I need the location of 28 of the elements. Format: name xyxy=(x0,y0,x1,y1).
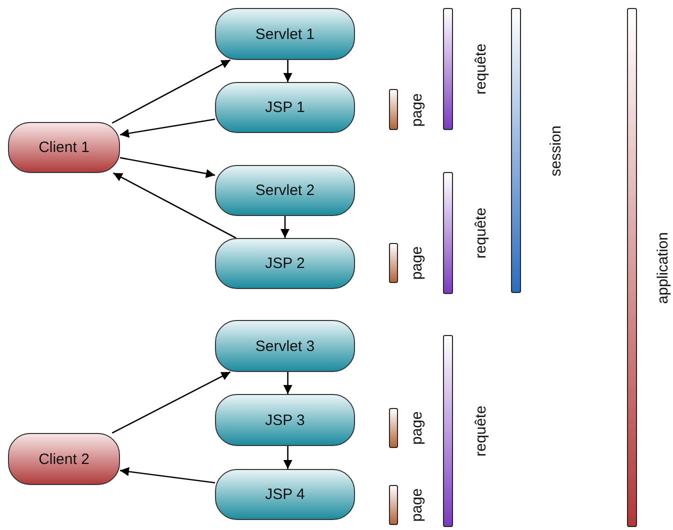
component-node: JSP 2 xyxy=(215,238,355,289)
component-node: JSP 3 xyxy=(215,394,355,446)
arrow xyxy=(280,216,290,238)
client-node: Client 2 xyxy=(8,433,120,485)
component-node: Servlet 1 xyxy=(215,8,355,60)
scope-label: requête xyxy=(472,406,490,456)
component-node: JSP 1 xyxy=(215,82,355,133)
component-node: Servlet 2 xyxy=(215,165,355,216)
arrow xyxy=(120,467,216,484)
arrow xyxy=(112,59,231,124)
arrow xyxy=(283,446,292,469)
scope-label: session xyxy=(548,125,564,176)
scope-label: page xyxy=(408,488,426,522)
scope-label: page xyxy=(408,411,426,445)
scope-label: application xyxy=(654,232,672,304)
component-node: Servlet 3 xyxy=(215,320,355,372)
scope-label: requête xyxy=(472,44,490,94)
arrow xyxy=(283,60,292,82)
arrow xyxy=(112,172,236,239)
arrow xyxy=(120,118,216,138)
scope-label: requête xyxy=(472,208,490,258)
arrow xyxy=(283,372,292,394)
arrow xyxy=(120,157,216,178)
scope-label: page xyxy=(408,92,426,126)
arrow xyxy=(112,371,231,434)
scope-label: page xyxy=(408,246,426,280)
component-node: JSP 4 xyxy=(215,469,355,520)
client-node: Client 1 xyxy=(8,122,120,173)
